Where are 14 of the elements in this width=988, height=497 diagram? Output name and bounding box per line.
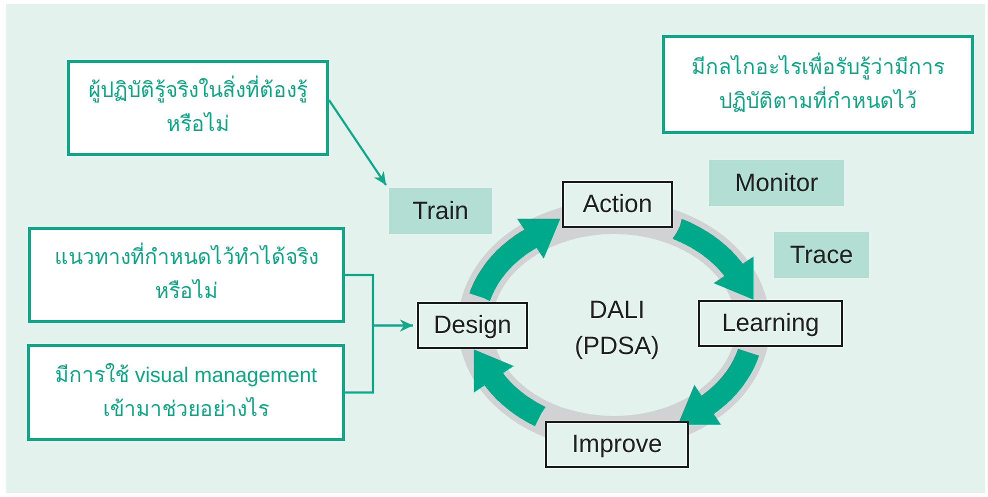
arrow bbox=[345, 320, 413, 394]
question-box: มีการใช้ visual management เข้ามาช่วยอย่างไร bbox=[27, 344, 345, 441]
tag-box: Trace bbox=[774, 232, 869, 278]
question-box: ผู้ปฏิบัติรู้จริงในสิ่งที่ต้องรู้หรือไม่ bbox=[67, 60, 329, 156]
cycle-title: DALI (PDSA) bbox=[574, 295, 660, 362]
tag-box: Monitor bbox=[709, 160, 844, 206]
step-box: Action bbox=[562, 181, 673, 228]
step-box: Improve bbox=[545, 421, 689, 468]
step-box: Learning bbox=[698, 300, 843, 347]
arrow bbox=[328, 99, 387, 186]
step-box: Design bbox=[417, 302, 528, 349]
tag-box: Train bbox=[389, 188, 492, 234]
question-box: มีกลไกอะไรเพื่อรับรู้ว่ามีการปฏิบัติตามที่กำหนดไว้ bbox=[662, 35, 974, 134]
question-box: แนวทางที่กำหนดไว้ทำได้จริงหรือไม่ bbox=[28, 227, 345, 323]
